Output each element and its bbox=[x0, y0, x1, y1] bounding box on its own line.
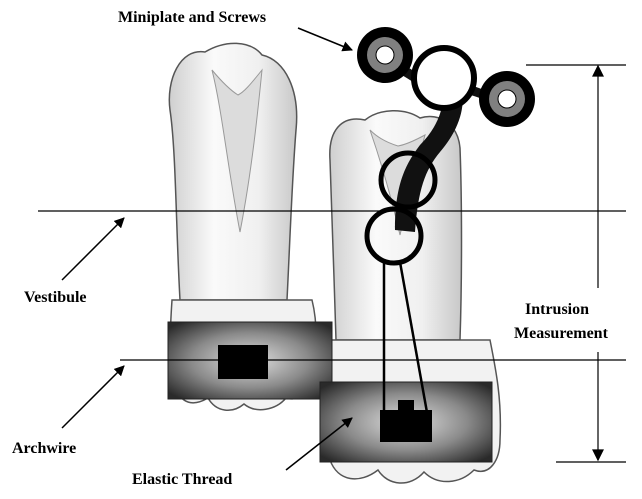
miniplate-label: Miniplate and Screws bbox=[118, 10, 266, 26]
elastic-label: Elastic Thread bbox=[132, 472, 232, 488]
plate-ring-top bbox=[414, 48, 474, 108]
archwire-label: Archwire bbox=[12, 441, 76, 457]
vestibule-arrow bbox=[62, 218, 124, 280]
archwire-arrow bbox=[62, 366, 124, 428]
right-bracket-hook bbox=[398, 400, 414, 412]
intrusion-measure bbox=[526, 65, 626, 462]
left-bracket bbox=[218, 345, 268, 379]
intrusion-label-line2: Measurement bbox=[514, 326, 608, 342]
miniplate-arrow bbox=[298, 28, 352, 50]
intrusion-label-line1: Intrusion bbox=[525, 302, 589, 318]
right-bracket bbox=[380, 410, 432, 442]
vestibule-label: Vestibule bbox=[24, 290, 87, 306]
